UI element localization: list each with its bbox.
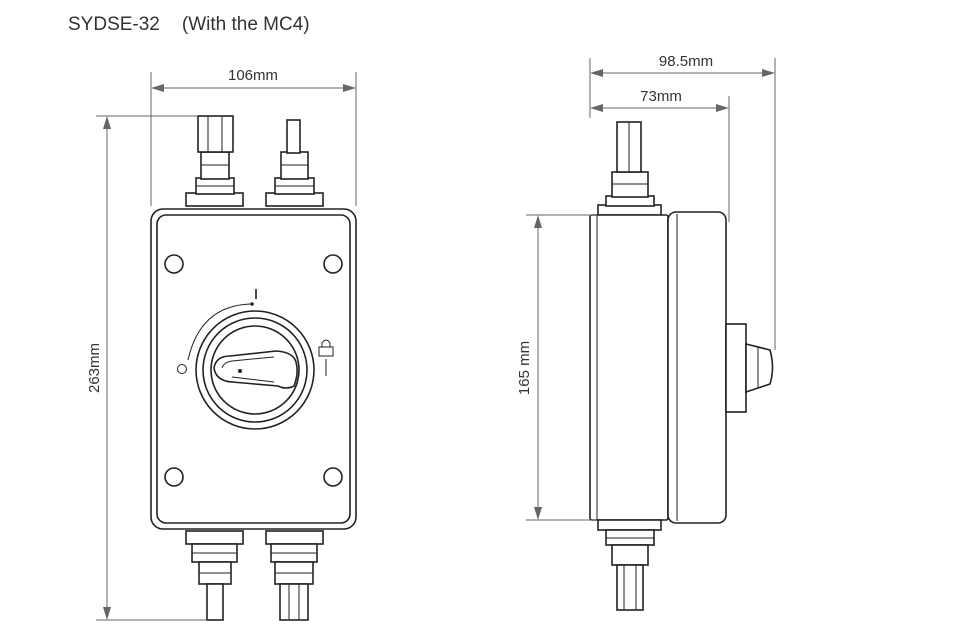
front-top-connector-right bbox=[265, 119, 324, 207]
diagram-title: SYDSE-32 (With the MC4) bbox=[68, 14, 310, 36]
dimension-side-body bbox=[590, 96, 730, 222]
side-enclosure bbox=[589, 214, 669, 521]
dimension-front-width-label: 106mm bbox=[228, 67, 278, 84]
side-knob bbox=[725, 323, 774, 413]
screw-top-left bbox=[164, 254, 184, 274]
dimension-side-body-label: 73mm bbox=[640, 88, 682, 105]
padlock-icon bbox=[318, 339, 334, 376]
front-lid bbox=[156, 214, 351, 524]
on-indicator-dot bbox=[250, 302, 254, 306]
rotary-switch bbox=[187, 302, 315, 430]
side-bottom-connector bbox=[597, 519, 662, 611]
front-view: 106mm 263mm bbox=[86, 67, 357, 621]
dimension-side-height bbox=[526, 214, 597, 521]
screw-top-right bbox=[323, 254, 343, 274]
dimension-side-total-label: 98.5mm bbox=[659, 53, 713, 70]
side-view: 98.5mm 73mm 165 mm bbox=[516, 53, 776, 611]
off-mark-icon bbox=[177, 364, 187, 374]
dimension-side-height-label: 165 mm bbox=[516, 341, 533, 395]
front-bottom-connector-right bbox=[265, 530, 324, 621]
dimension-front-width bbox=[150, 72, 357, 206]
dimension-front-height-label: 263mm bbox=[86, 343, 103, 393]
side-top-connector bbox=[597, 121, 662, 216]
front-top-connector-left bbox=[185, 115, 244, 207]
screw-bottom-left bbox=[164, 467, 184, 487]
front-bottom-connector-left bbox=[185, 530, 244, 621]
model-name: SYDSE-32 bbox=[68, 14, 160, 35]
screw-bottom-right bbox=[323, 467, 343, 487]
dimension-front-height bbox=[96, 115, 207, 621]
model-subtitle: (With the MC4) bbox=[181, 14, 310, 35]
